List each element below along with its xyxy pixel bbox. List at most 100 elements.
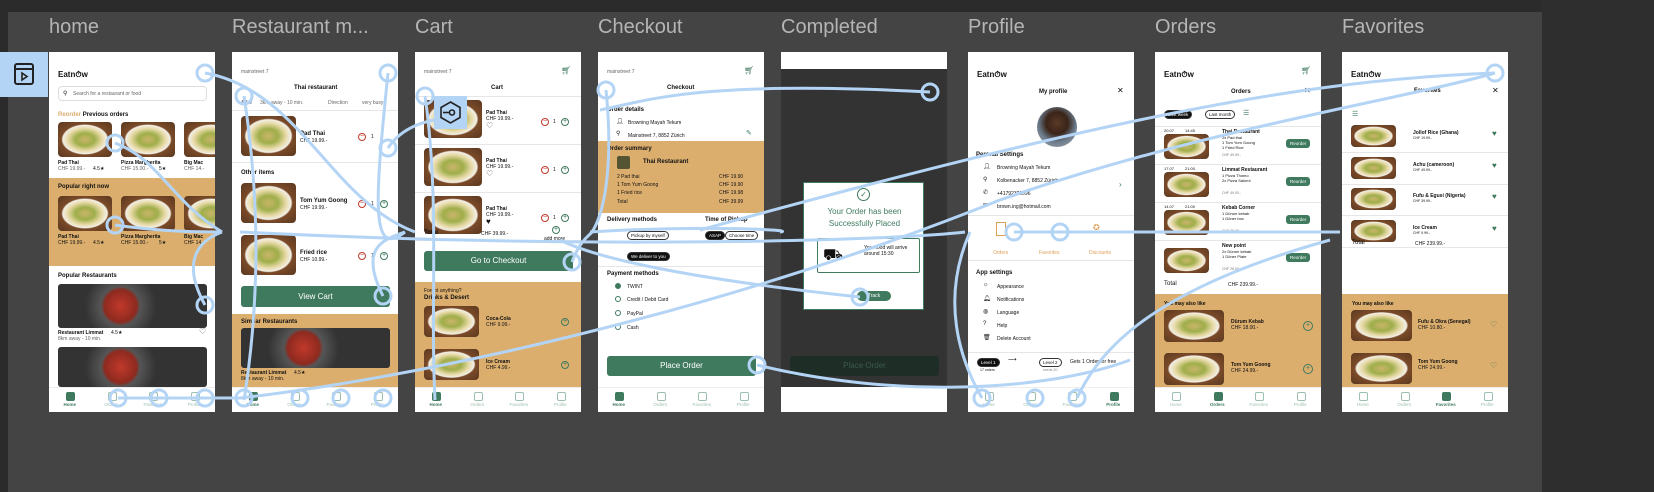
decrease-button[interactable]: − bbox=[358, 200, 366, 208]
increase-button[interactable]: + bbox=[380, 200, 388, 208]
nav-favorites[interactable]: Favorites bbox=[1238, 388, 1280, 412]
pickup-option[interactable]: Pickup by myself bbox=[627, 231, 669, 240]
shortcut-discounts[interactable]: Discounts bbox=[1089, 250, 1111, 256]
nav-orders[interactable]: Orders bbox=[640, 388, 682, 412]
reorder-button[interactable]: Reorder bbox=[1286, 139, 1311, 148]
heart-filled-icon[interactable]: ♥ bbox=[1492, 192, 1497, 201]
address-selector[interactable]: mainstreet 7 bbox=[241, 69, 269, 75]
heart-filled-icon[interactable]: ♥ bbox=[1492, 223, 1497, 233]
address-selector[interactable]: mainstreet 7 bbox=[424, 69, 452, 75]
heart-icon[interactable]: ♡ bbox=[1490, 320, 1498, 329]
search-input[interactable]: ⚲ Search for a restaurant or food bbox=[58, 86, 207, 101]
frame-title-favorites[interactable]: Favorites bbox=[1342, 16, 1425, 38]
add-more-icon[interactable]: + bbox=[552, 226, 560, 234]
setting-appearance[interactable]: Appearance bbox=[997, 284, 1024, 290]
frame-favorites[interactable]: Eatn⏱w Favorites ✕ ☰ Jollof Rice (Ghana)… bbox=[1342, 52, 1508, 412]
payment-radio-selected[interactable] bbox=[615, 283, 621, 289]
frame-title-profile[interactable]: Profile bbox=[968, 16, 1025, 38]
food-image[interactable] bbox=[58, 122, 112, 157]
heart-filled-icon[interactable]: ♥ bbox=[1492, 160, 1497, 170]
reorder-button[interactable]: Reorder bbox=[1286, 177, 1311, 186]
nav-home[interactable]: Home bbox=[49, 388, 91, 412]
decrease-button[interactable]: − bbox=[358, 252, 366, 260]
nav-home[interactable]: Home bbox=[968, 388, 1010, 412]
nav-profile[interactable]: Profile bbox=[1280, 388, 1322, 412]
nav-orders[interactable]: Orders bbox=[1384, 388, 1426, 412]
heart-filled-icon[interactable]: ♥ bbox=[1492, 129, 1497, 138]
nav-profile[interactable]: Profile bbox=[1467, 388, 1509, 412]
present-button[interactable] bbox=[0, 52, 48, 97]
discount-icon[interactable]: ✪ bbox=[1093, 223, 1100, 232]
frame-title-checkout[interactable]: Checkout bbox=[598, 16, 683, 38]
frame-restaurant[interactable]: mainstreet 7 Thai restaurant 4.5★ 3km aw… bbox=[232, 52, 398, 412]
nav-home[interactable]: Home bbox=[598, 388, 640, 412]
shortcut-orders[interactable]: Orders bbox=[993, 250, 1009, 256]
decrease-button[interactable]: − bbox=[541, 118, 549, 126]
setting-notifications[interactable]: Notifications bbox=[997, 297, 1025, 303]
place-order-button[interactable]: Place Order bbox=[607, 356, 756, 376]
chevron-right-icon[interactable]: › bbox=[1119, 180, 1122, 189]
nav-favorites[interactable]: Favorites bbox=[1051, 388, 1093, 412]
nav-home[interactable]: Home bbox=[415, 388, 457, 412]
nav-favorites[interactable]: Favorites bbox=[132, 388, 174, 412]
nav-profile[interactable]: Profile bbox=[1093, 388, 1135, 412]
decrease-button[interactable]: − bbox=[541, 214, 549, 222]
heart-icon[interactable]: ♡ bbox=[486, 169, 494, 178]
payment-radio[interactable] bbox=[615, 296, 621, 302]
nav-profile[interactable]: Profile bbox=[174, 388, 216, 412]
add-button[interactable]: + bbox=[561, 318, 569, 326]
nav-home[interactable]: Home bbox=[1155, 388, 1197, 412]
heart-icon[interactable]: ♡ bbox=[199, 327, 207, 336]
frame-title-home[interactable]: home bbox=[49, 16, 100, 38]
view-cart-button[interactable]: View Cart bbox=[241, 286, 390, 307]
heart-icon[interactable]: ♡ bbox=[1490, 361, 1498, 370]
flow-starting-point-button[interactable] bbox=[434, 96, 467, 129]
edit-icon[interactable]: ✎ bbox=[746, 130, 752, 137]
restaurant-banner[interactable] bbox=[58, 347, 207, 387]
restaurant-banner[interactable] bbox=[241, 328, 390, 368]
nav-favorites[interactable]: Favorites bbox=[498, 388, 540, 412]
setting-help[interactable]: Help bbox=[997, 323, 1008, 329]
track-button[interactable]: Track bbox=[857, 291, 891, 301]
frame-profile[interactable]: Eatn⏱w My profile ✕ Peronal Settings Bro… bbox=[968, 52, 1134, 412]
setting-delete-account[interactable]: Delete Account bbox=[997, 336, 1031, 342]
address-selector[interactable]: mainstreet 7 bbox=[607, 69, 635, 75]
nav-profile[interactable]: Profile bbox=[357, 388, 399, 412]
food-image[interactable] bbox=[184, 196, 215, 231]
frame-checkout[interactable]: mainstreet 7 🛒︎ Checkout Order details 👤… bbox=[598, 52, 764, 412]
food-image[interactable] bbox=[58, 196, 112, 231]
avatar[interactable] bbox=[1037, 107, 1077, 147]
add-button[interactable]: + bbox=[1303, 321, 1313, 331]
filter-last-month[interactable]: Last month bbox=[1205, 110, 1236, 119]
frame-orders[interactable]: Eatn⏱w 🛒︎ Orders ✕ Last week Last month … bbox=[1155, 52, 1321, 412]
reorder-button[interactable]: Reorder bbox=[1286, 215, 1311, 224]
add-button[interactable]: + bbox=[561, 361, 569, 369]
nav-favorites[interactable]: Favorites bbox=[315, 388, 357, 412]
food-image[interactable] bbox=[121, 196, 175, 231]
filter-settings-icon[interactable]: ☰ bbox=[1352, 111, 1359, 118]
restaurant-banner[interactable] bbox=[58, 284, 207, 328]
shortcut-favorites[interactable]: Favorites bbox=[1039, 250, 1060, 256]
close-icon[interactable]: ✕ bbox=[1117, 86, 1124, 95]
increase-button[interactable]: + bbox=[561, 214, 569, 222]
reorder-button[interactable]: Reorder bbox=[1286, 253, 1311, 262]
add-more-link[interactable]: add more bbox=[544, 236, 566, 242]
decrease-button[interactable]: − bbox=[358, 133, 366, 141]
heart-icon[interactable]: ♡ bbox=[486, 121, 494, 130]
nav-orders[interactable]: Orders bbox=[1010, 388, 1052, 412]
close-icon[interactable]: ✕ bbox=[1304, 86, 1311, 95]
frame-title-completed[interactable]: Completed bbox=[781, 16, 878, 38]
choose-time-option[interactable]: Choose time bbox=[725, 231, 759, 240]
frame-completed[interactable]: ✓ Your Order has been Successfully Place… bbox=[781, 52, 947, 412]
nav-profile[interactable]: Profile bbox=[540, 388, 582, 412]
add-button[interactable]: + bbox=[1303, 364, 1313, 374]
nav-orders[interactable]: Orders bbox=[91, 388, 133, 412]
go-to-checkout-button[interactable]: Go to Checkout bbox=[424, 251, 573, 271]
orders-icon[interactable] bbox=[996, 222, 1006, 236]
payment-radio[interactable] bbox=[615, 324, 621, 330]
increase-button[interactable]: + bbox=[380, 252, 388, 260]
asap-option[interactable]: ASAP bbox=[705, 231, 726, 240]
delivery-option[interactable]: We deliver to you bbox=[627, 252, 670, 261]
cart-icon[interactable]: 🛒︎ bbox=[1301, 66, 1312, 75]
nav-home[interactable]: Home bbox=[1342, 388, 1384, 412]
